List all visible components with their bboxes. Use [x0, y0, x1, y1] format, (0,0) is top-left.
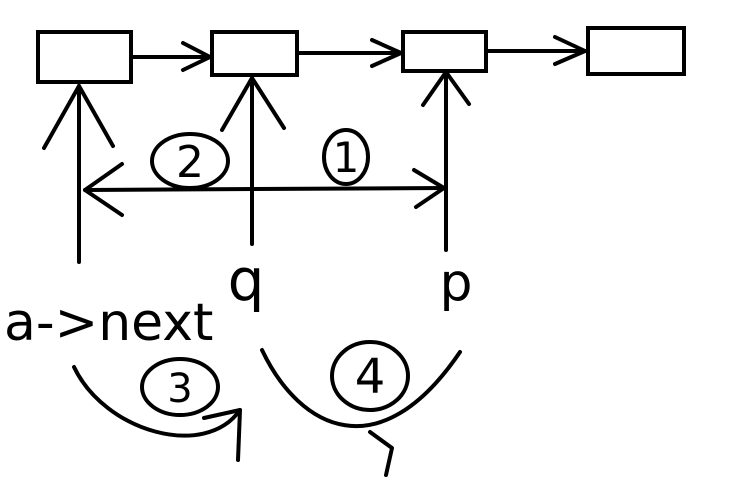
- list-node-2: [210, 30, 299, 77]
- step-circle-top-left: [150, 132, 230, 190]
- step-circle-bottom-right: [330, 340, 410, 412]
- double-headed-arrow: [83, 162, 446, 217]
- a-next-pointer-arrow: [42, 84, 115, 264]
- pointer-label-a-next: a->next: [4, 293, 213, 353]
- step-label-bottom-right: 4: [355, 349, 386, 405]
- step-label-bottom-left: 3: [167, 366, 192, 412]
- next-arrow-3-4: [484, 35, 587, 66]
- next-arrow-2-3: [295, 38, 403, 68]
- curved-arrow-right: [260, 348, 462, 477]
- step-circle-bottom-left: [140, 357, 220, 417]
- list-node-3: [401, 30, 488, 73]
- step-circle-top-right: [322, 128, 370, 186]
- p-pointer-arrow: [421, 70, 471, 252]
- list-node-1: [36, 30, 133, 84]
- curved-arrow-left: [72, 365, 242, 462]
- pointer-label-p: p: [439, 253, 472, 313]
- pointer-label-q: q: [228, 246, 265, 314]
- step-label-top-right: 1: [333, 133, 360, 182]
- q-pointer-arrow: [220, 76, 286, 246]
- list-node-4: [586, 26, 686, 76]
- next-arrow-1-2: [129, 41, 212, 72]
- step-label-top-left: 2: [176, 137, 204, 188]
